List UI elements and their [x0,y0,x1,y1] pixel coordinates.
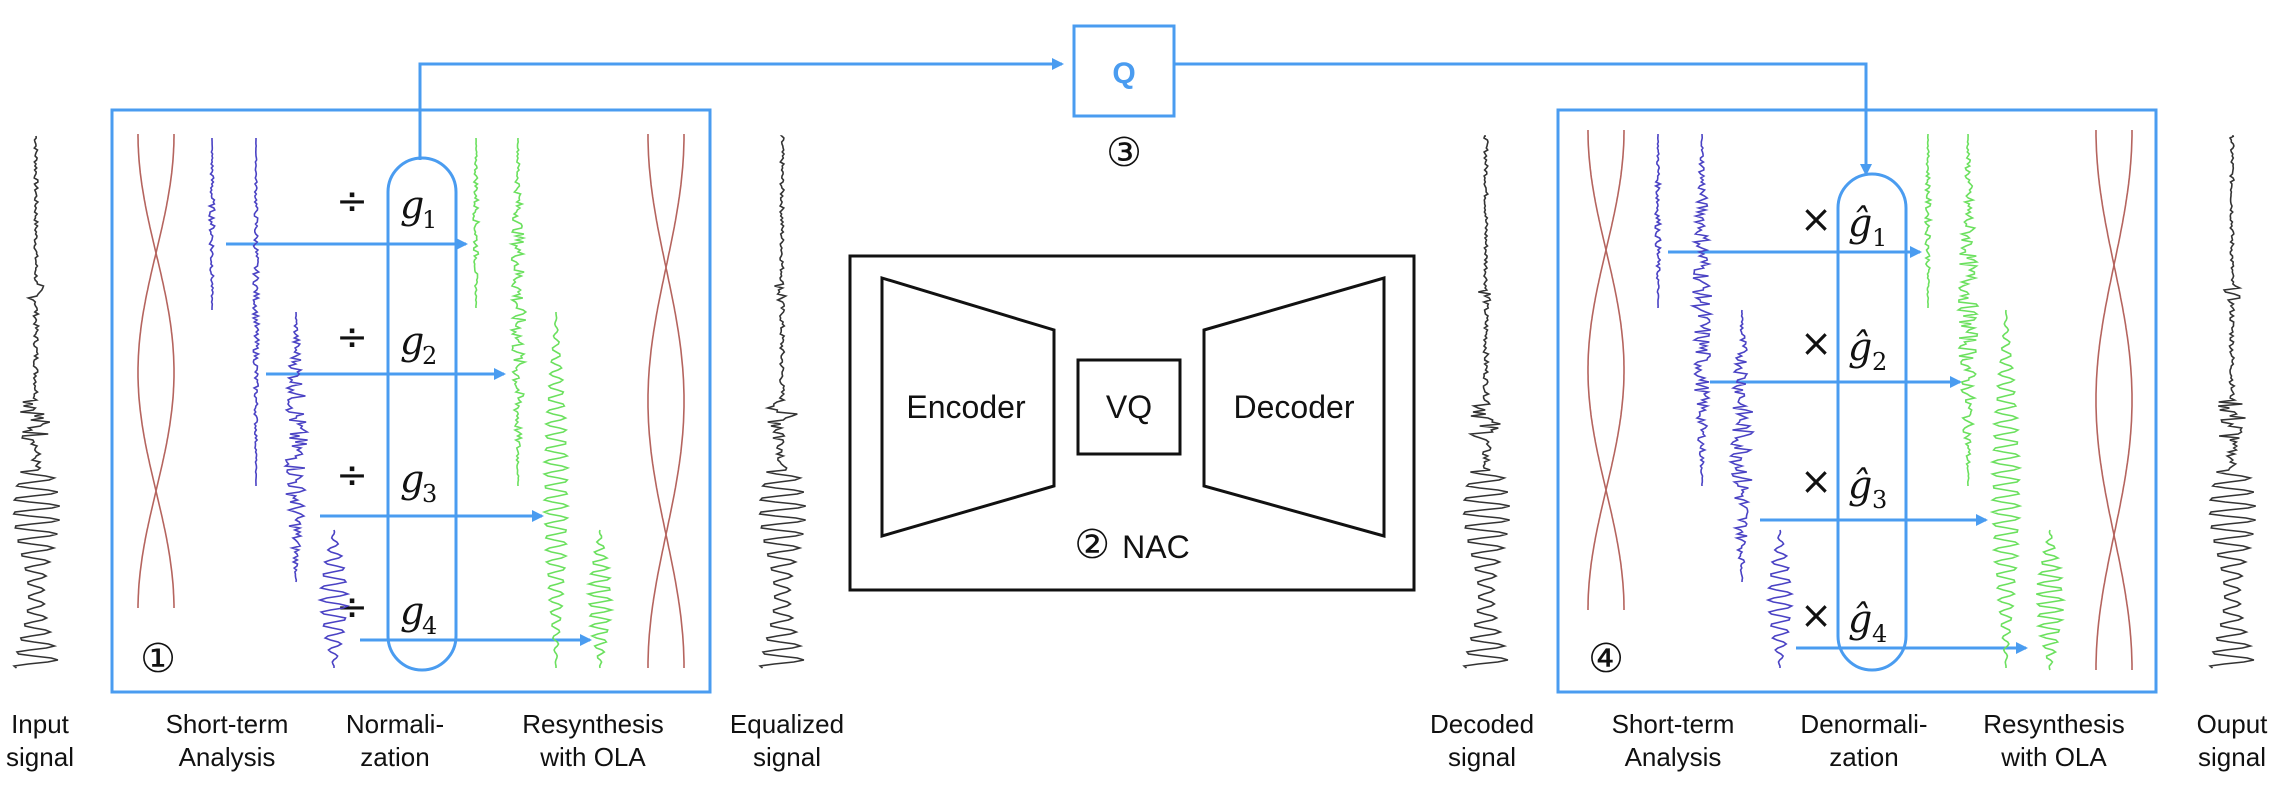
denormalize-op-4: × ĝ 4 [1800,593,1887,648]
label-normalization: Normali-zation [346,709,444,772]
decoder-side-frame [1556,108,2158,694]
band-green-8 [2035,529,2067,671]
step3-marker: ③ [1106,130,1142,176]
synthesis-window-right-b [2095,130,2133,670]
normalize-op-1: ÷ g 1 [336,179,437,234]
band-green-2 [508,137,528,487]
band-blue-5 [1653,134,1663,309]
svg-text:g: g [400,319,424,363]
band-blue-4 [317,529,351,668]
step4-marker: ④ [1588,636,1624,682]
analysis-window-right-a [1587,130,1625,610]
band-green-1 [472,137,481,309]
svg-text:÷: ÷ [336,179,368,223]
quantizer-label: Q [1112,57,1135,90]
normalization-capsule [386,156,458,672]
decoder-label: Decoder [1234,389,1355,425]
decoder-trapezoid [1202,276,1386,538]
waveform-layer [12,130,2256,671]
synthesis-window-right-a [2095,130,2133,670]
band-blue-2 [251,138,261,486]
svg-text:g: g [400,183,424,227]
band-green-5 [1923,133,1934,308]
svg-text:×: × [1800,459,1832,503]
band-blue-8 [1765,529,1795,668]
band-green-3 [541,312,571,668]
svg-text:3: 3 [1872,486,1887,514]
synthesis-window-left-b [647,134,685,668]
encoder-label: Encoder [906,389,1026,425]
svg-text:1: 1 [422,206,437,234]
analysis-window-left-a [137,134,175,608]
analysis-window-left-b [137,134,175,608]
svg-text:2: 2 [1872,348,1887,376]
band-blue-3 [283,311,310,583]
analysis-window-right-b [1587,130,1625,610]
to-quantizer-line [418,58,1064,160]
svg-text:2: 2 [422,342,437,370]
normalize-op-2: ÷ g 2 [336,315,437,370]
output-signal-wave [2208,135,2256,669]
svg-text:÷: ÷ [336,315,368,359]
svg-text:×: × [1800,197,1832,241]
quantizer-box [1072,24,1176,118]
svg-text:÷: ÷ [336,453,368,497]
step1-marker: ① [140,636,176,682]
band-green-6 [1956,133,1980,487]
denormalization-capsule [1836,172,1908,672]
svg-text:4: 4 [422,612,437,640]
nac-frame [848,254,1416,592]
normalize-op-3: ÷ g 3 [336,453,437,508]
svg-text:4: 4 [1872,620,1887,648]
denormalize-op-2: × ĝ 2 [1800,321,1887,376]
svg-text:3: 3 [422,480,437,508]
svg-text:g: g [400,457,424,501]
label-denormalization: Denormali-zation [1800,709,1927,772]
vq-label: VQ [1106,389,1152,425]
band-green-4 [585,529,615,669]
encoder-trapezoid [880,275,1056,538]
band-blue-7 [1728,309,1755,583]
equalized-signal-wave [758,135,806,669]
denormalize-op-3: × ĝ 3 [1800,459,1887,514]
synthesis-window-left-a [647,134,685,668]
svg-text:ĝ: ĝ [1848,463,1872,507]
svg-text:×: × [1800,321,1832,365]
svg-text:ĝ: ĝ [1848,325,1872,369]
band-green-7 [1989,309,2023,668]
svg-text:ĝ: ĝ [1848,201,1872,245]
band-blue-6 [1689,133,1715,487]
svg-text:ĝ: ĝ [1848,597,1872,641]
encoder-side-frame [110,108,712,694]
decoded-signal-wave [1462,135,1510,669]
svg-text:×: × [1800,593,1832,637]
band-blue-1 [207,138,216,310]
from-quantizer-line [1174,62,1872,176]
input-signal-wave [12,135,60,669]
svg-text:g: g [400,589,424,633]
vq-box [1076,358,1182,456]
svg-text:1: 1 [1872,224,1887,252]
denormalize-op-1: × ĝ 1 [1800,197,1887,252]
